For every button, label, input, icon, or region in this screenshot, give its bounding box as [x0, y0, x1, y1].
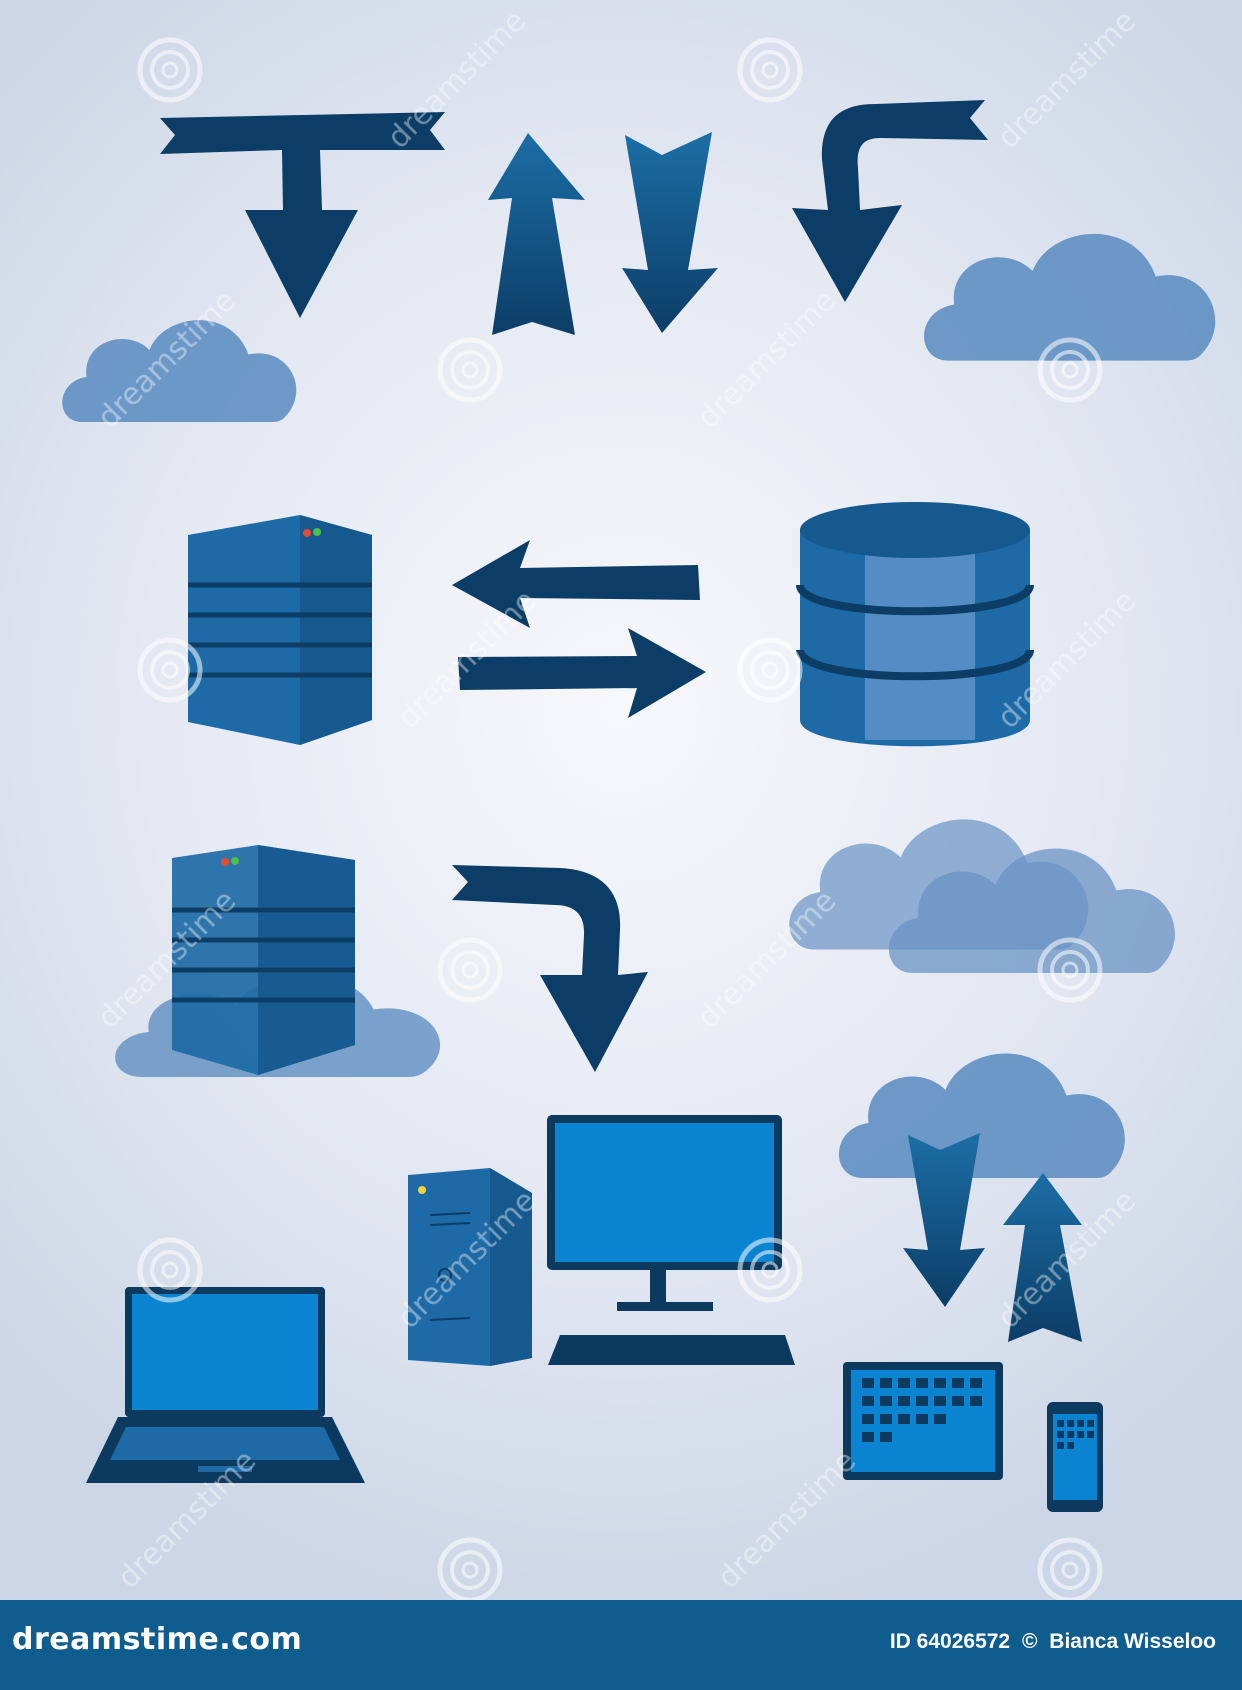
server-on-cloud-icon — [115, 845, 441, 1077]
tablet-icon — [843, 1362, 1003, 1480]
up-arrow-icon — [488, 133, 585, 335]
watermark-label: dreamstime — [691, 883, 843, 1035]
server-tower-icon — [188, 515, 372, 745]
cloud-sync-icon — [838, 1053, 1125, 1342]
watermark-label: dreamstime — [691, 283, 843, 435]
double-cloud-icon — [789, 819, 1175, 973]
bent-arrow-icon — [452, 865, 648, 1072]
smartphone-icon — [1047, 1402, 1103, 1512]
copyright-symbol: © — [1021, 1630, 1038, 1653]
watermark-label: dreamstime — [381, 3, 533, 155]
illustration-canvas: dreamstime dreamstime dreamstime dreamst… — [62, 3, 1216, 1600]
author-name[interactable]: Bianca Wisseloo — [1049, 1630, 1216, 1653]
swap-arrows-icon — [452, 540, 706, 718]
down-arrow-icon — [622, 132, 718, 333]
database-icon — [796, 502, 1034, 747]
laptop-icon — [86, 1287, 365, 1483]
t-split-arrow-icon — [160, 112, 445, 318]
footer-bar: dreamstime.com ID 64026572 © Bianca Wiss… — [0, 1600, 1242, 1690]
bent-arrow-icon — [792, 100, 988, 302]
watermark-label: dreamstime — [711, 1443, 863, 1595]
desktop-computer-icon — [408, 1115, 795, 1366]
brand-logo-text[interactable]: dreamstime.com — [12, 1622, 303, 1657]
image-credit: ID 64026572 © Bianca Wisseloo — [890, 1630, 1216, 1654]
watermark-label: dreamstime — [991, 3, 1143, 155]
tablet-app-grid — [862, 1378, 982, 1442]
image-id: ID 64026572 — [889, 1630, 1011, 1653]
